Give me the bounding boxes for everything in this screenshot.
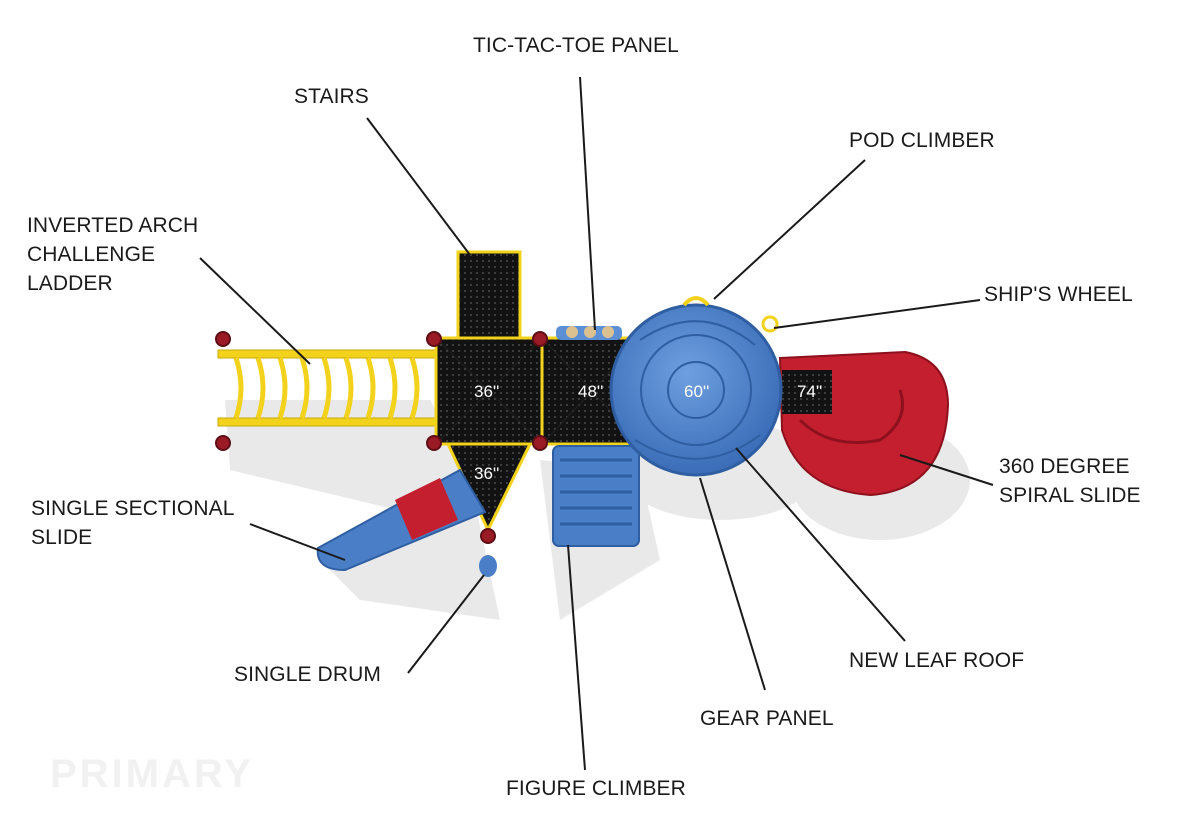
label-figure-climber: FIGURE CLIMBER: [506, 777, 686, 800]
label-tic-tac-toe-panel: TIC-TAC-TOE PANEL: [473, 34, 679, 57]
ships-wheel: [761, 315, 779, 333]
label-new-leaf-roof: NEW LEAF ROOF: [849, 649, 1025, 672]
leader-figure-climber: [567, 544, 586, 771]
label-stairs: STAIRS: [294, 85, 369, 108]
leader-single-drum: [407, 574, 485, 674]
watermark: PRIMARY: [50, 752, 254, 796]
deck-height-48: 48'': [578, 382, 604, 401]
post-caps: [215, 331, 548, 544]
leader-stairs: [366, 117, 471, 256]
deck-height-74: 74'': [797, 382, 823, 401]
deck-height-36a: 36'': [474, 382, 500, 401]
leader-ships-wheel: [773, 299, 981, 329]
label-single-sectional-slide: SINGLE SECTIONAL SLIDE: [31, 497, 235, 549]
leader-new-leaf-roof: [735, 447, 906, 642]
leader-gear-panel: [699, 477, 766, 691]
label-spiral-slide: 360 DEGREE SPIRAL SLIDE: [999, 455, 1141, 507]
label-gear-panel: GEAR PANEL: [700, 707, 834, 730]
leader-sectional-slide: [249, 523, 346, 561]
figure-climber: [552, 445, 640, 547]
deck-height-36b: 36'': [474, 464, 500, 483]
tic-tac-toe-panel: [556, 326, 622, 340]
inverted-arch-ladder: [217, 349, 439, 427]
pod-climber: [682, 296, 710, 307]
leader-lines: [199, 76, 994, 771]
spiral-slide: [778, 350, 950, 497]
leader-spiral-slide: [899, 454, 994, 486]
stairs: [456, 250, 522, 344]
deck-height-60: 60'': [684, 382, 710, 401]
label-single-drum: SINGLE DRUM: [234, 663, 381, 686]
label-inverted-arch-ladder: INVERTED ARCH CHALLENGE LADDER: [27, 214, 199, 295]
new-leaf-roof: [609, 303, 783, 477]
single-drum: [479, 555, 497, 577]
leader-pod-climber: [713, 159, 866, 300]
leader-inverted-arch: [199, 257, 311, 365]
leader-tic-tac-toe: [579, 76, 596, 331]
label-ships-wheel: SHIP'S WHEEL: [984, 283, 1133, 306]
label-pod-climber: POD CLIMBER: [849, 129, 995, 152]
